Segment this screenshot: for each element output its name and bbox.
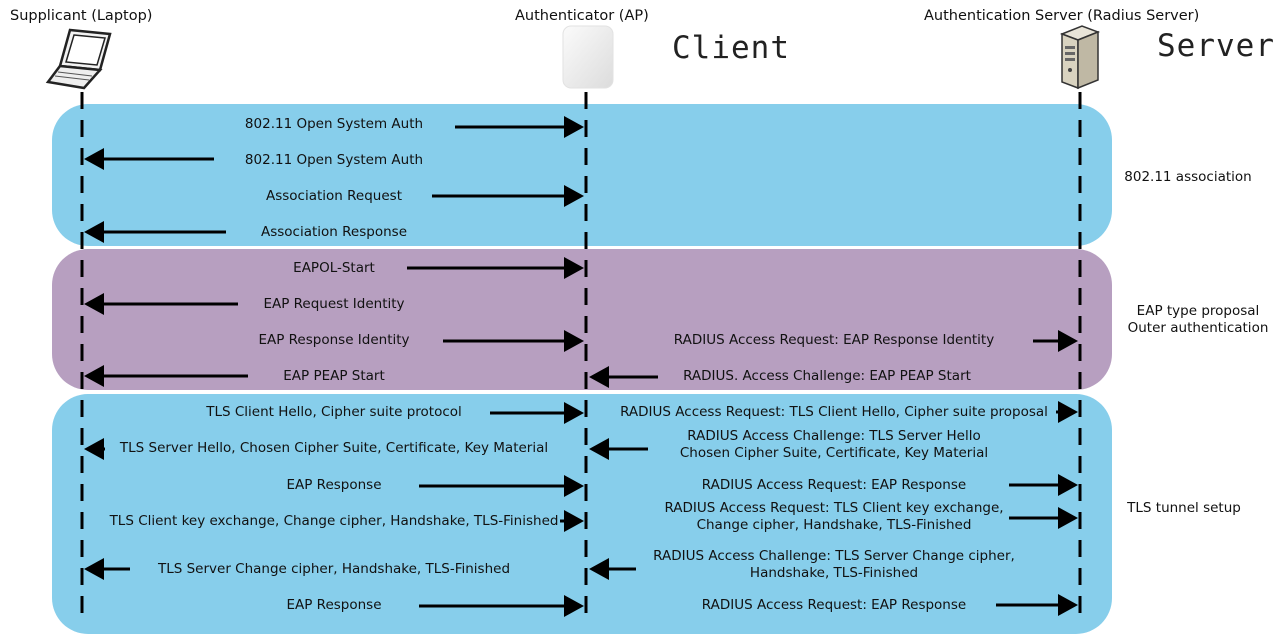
message-label: TLS Client key exchange, Change cipher, … xyxy=(109,513,559,529)
server-title: Authentication Server (Radius Server) xyxy=(924,8,1200,24)
message-arrowhead xyxy=(564,510,584,532)
message-arrowhead xyxy=(84,558,104,580)
message-arrowhead xyxy=(1058,594,1078,616)
radius-message-label: RADIUS Access Challenge: TLS Server Chan… xyxy=(653,548,1015,582)
laptop-icon xyxy=(45,28,112,90)
message-arrowhead xyxy=(564,595,584,617)
authenticator-title: Authenticator (AP) xyxy=(515,8,649,24)
eap-proposal-band xyxy=(52,249,1112,390)
sequence-diagram-canvas xyxy=(80,92,1082,619)
message-arrowhead xyxy=(84,365,104,387)
message-label: EAP Response xyxy=(286,477,382,493)
radius-message-label: RADIUS. Access Challenge: EAP PEAP Start xyxy=(683,368,971,384)
message-arrowhead xyxy=(564,330,584,352)
message-label: TLS Client Hello, Cipher suite protocol xyxy=(206,404,462,420)
message-arrowhead xyxy=(84,148,104,170)
radius-message-line: Change cipher, Handshake, TLS-Finished xyxy=(696,517,972,533)
message-label: 802.11 Open System Auth xyxy=(244,152,424,168)
message-arrowhead xyxy=(84,438,104,460)
message-arrowhead xyxy=(589,558,609,580)
message-label: TLS Server Hello, Chosen Cipher Suite, C… xyxy=(119,440,549,456)
access-point-icon xyxy=(562,25,614,89)
message-label: EAP Request Identity xyxy=(263,296,405,312)
radius-message-line: Chosen Cipher Suite, Certificate, Key Ma… xyxy=(679,445,989,461)
phase-line: Outer authentication xyxy=(1127,320,1269,336)
message-arrowhead xyxy=(589,366,609,388)
phase-label-eap: EAP type proposal Outer authentication xyxy=(1128,303,1269,337)
message-arrowhead xyxy=(1058,474,1078,496)
message-arrowhead xyxy=(564,402,584,424)
message-arrowhead xyxy=(84,221,104,243)
client-label: Client xyxy=(672,30,790,66)
message-label: EAP PEAP Start xyxy=(283,368,385,384)
tls-tunnel-band xyxy=(52,394,1112,634)
radius-message-label: RADIUS Access Request: EAP Response Iden… xyxy=(673,332,995,348)
message-label: EAP Response Identity xyxy=(258,332,410,348)
supplicant-title: Supplicant (Laptop) xyxy=(10,8,153,24)
radius-message-label: RADIUS Access Request: EAP Response xyxy=(701,597,967,613)
message-arrowhead xyxy=(84,293,104,315)
server-tower-icon xyxy=(1059,25,1101,90)
message-arrowhead xyxy=(564,116,584,138)
message-arrowhead xyxy=(564,185,584,207)
message-arrowhead xyxy=(589,438,609,460)
radius-message-line: RADIUS Access Request: TLS Client key ex… xyxy=(664,500,1004,516)
server-label: Server xyxy=(1157,28,1275,64)
radius-message-line: Handshake, TLS-Finished xyxy=(749,565,919,581)
radius-message-label: RADIUS Access Request: TLS Client Hello,… xyxy=(620,404,1048,420)
phase-label-tls: TLS tunnel setup xyxy=(1127,500,1241,516)
radius-message-label: RADIUS Access Request: TLS Client key ex… xyxy=(664,500,1003,534)
message-label: Association Request xyxy=(266,188,402,204)
radius-message-line: RADIUS Access Challenge: TLS Server Hell… xyxy=(687,428,981,444)
phase-line: EAP type proposal xyxy=(1136,303,1260,319)
radius-message-line: RADIUS Access Challenge: TLS Server Chan… xyxy=(653,548,1015,564)
message-arrowhead xyxy=(564,257,584,279)
message-label: 802.11 Open System Auth xyxy=(244,116,424,132)
radius-message-label: RADIUS Access Challenge: TLS Server Hell… xyxy=(680,428,988,462)
message-label: EAP Response xyxy=(286,597,382,613)
phase-label-association: 802.11 association xyxy=(1124,169,1252,185)
message-arrowhead xyxy=(564,475,584,497)
message-arrowhead xyxy=(1058,401,1078,423)
message-arrowhead xyxy=(1058,330,1078,352)
message-label: TLS Server Change cipher, Handshake, TLS… xyxy=(157,561,511,577)
message-arrowhead xyxy=(1058,507,1078,529)
radius-message-label: RADIUS Access Request: EAP Response xyxy=(701,477,967,493)
message-label: EAPOL-Start xyxy=(293,260,375,276)
message-label: Association Response xyxy=(261,224,407,240)
